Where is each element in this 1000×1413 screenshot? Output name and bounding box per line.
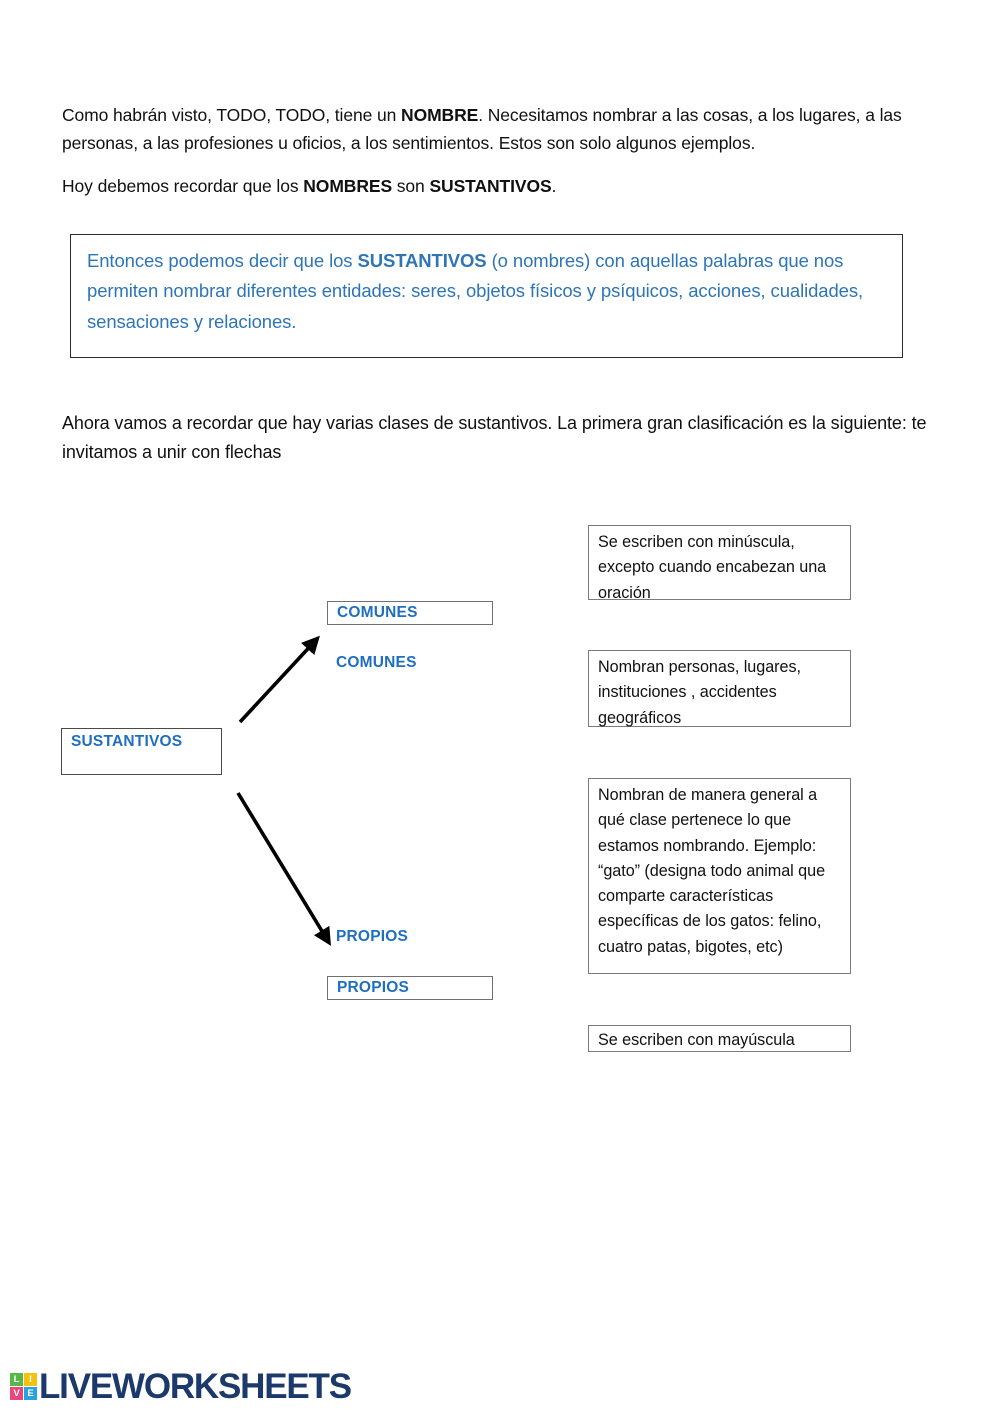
node-sustantivos[interactable]: SUSTANTIVOS [61, 728, 222, 775]
liveworksheets-logo: L I V E LIVEWORKSHEETS [10, 1367, 352, 1406]
description-box-personas-lugares[interactable]: Nombran personas, lugares, instituciones… [588, 650, 851, 727]
logo-squares-icon: L I V E [10, 1373, 37, 1400]
node-box-comunes[interactable]: COMUNES [327, 601, 493, 625]
arrow-to-propios [236, 792, 331, 946]
logo-square-i: I [24, 1373, 37, 1386]
logo-square-l: L [10, 1373, 23, 1386]
definition-callout-box: Entonces podemos decir que los SUSTANTIV… [70, 234, 903, 358]
drop-label-propios[interactable]: PROPIOS [336, 928, 409, 945]
arrow-to-comunes [238, 635, 320, 724]
instruction-paragraph: Ahora vamos a recordar que hay varias cl… [62, 413, 927, 463]
logo-square-v: V [10, 1387, 23, 1400]
intro-paragraph-1: Como habrán visto, TODO, TODO, tiene un … [62, 105, 902, 154]
logo-wordmark: LIVEWORKSHEETS [39, 1367, 352, 1406]
description-box-manera-general[interactable]: Nombran de manera general a qué clase pe… [588, 778, 851, 974]
description-box-minuscula[interactable]: Se escriben con minúscula, excepto cuand… [588, 525, 851, 602]
definition-text: Entonces podemos decir que los SUSTANTIV… [87, 250, 864, 332]
node-box-propios[interactable]: PROPIOS [327, 976, 493, 1000]
drop-label-comunes[interactable]: COMUNES [336, 654, 417, 671]
intro-paragraph-2: Hoy debemos recordar que los NOMBRES son… [62, 176, 557, 196]
logo-square-e: E [24, 1387, 37, 1400]
description-box-mayuscula[interactable]: Se escriben con mayúscula [588, 1025, 851, 1052]
